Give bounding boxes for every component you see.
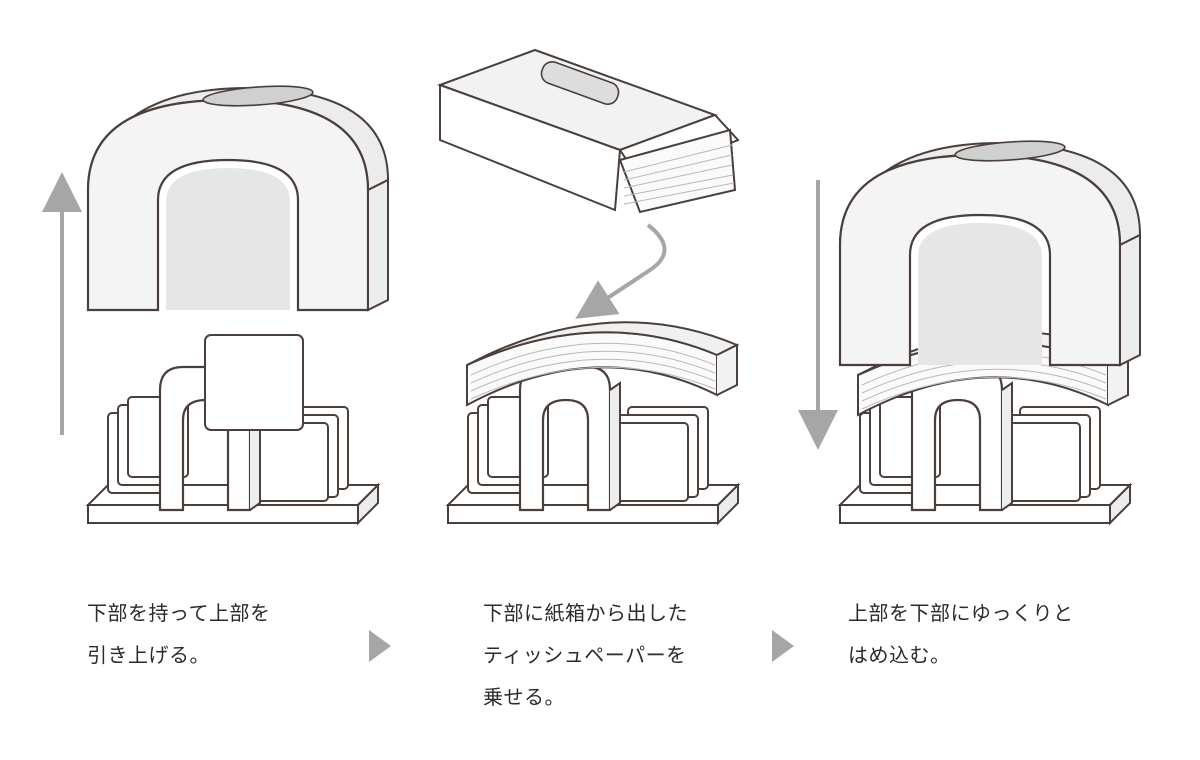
assembly-illustration <box>42 48 1142 525</box>
step-3-caption: 上部を下部にゆっくりと はめ込む。 <box>848 592 1074 676</box>
curved-arrow-icon <box>575 223 667 319</box>
step-1-line-2: 引き上げる。 <box>87 643 210 667</box>
step-3-line-2: はめ込む。 <box>848 643 951 667</box>
tissue-paper-box <box>437 48 740 214</box>
step-3-line-1: 上部を下部にゆっくりと <box>848 601 1074 625</box>
arch-cover-3 <box>838 137 1142 367</box>
arch-cover-1 <box>86 82 390 312</box>
step-1-caption: 下部を持って上部を 引き上げる。 <box>87 592 271 676</box>
step-1-line-1: 下部を持って上部を <box>87 601 271 625</box>
step-2-line-1: 下部に紙箱から出した <box>483 601 688 625</box>
triangle-right-icon <box>369 630 391 662</box>
step-2-line-3: 乗せる。 <box>483 685 565 709</box>
step-2-line-2: ティッシュペーパーを <box>483 643 687 667</box>
back-divider-1 <box>204 334 304 431</box>
step-2-caption: 下部に紙箱から出した ティッシュペーパーを 乗せる。 <box>483 592 688 718</box>
triangle-right-icon <box>772 630 794 662</box>
